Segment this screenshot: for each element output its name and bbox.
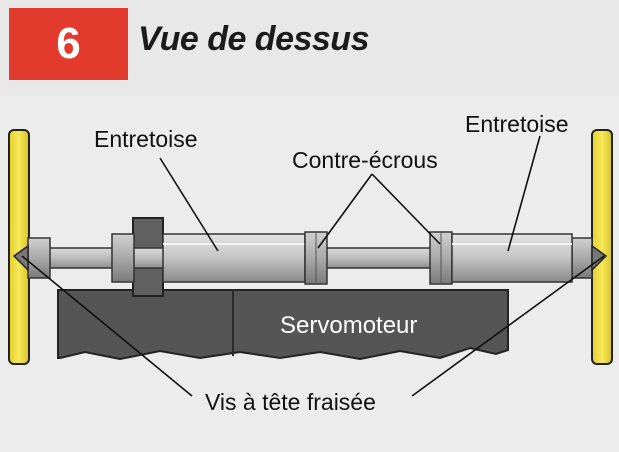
leader-line-screw-right: [411, 255, 605, 397]
leader-line-spacer-right: [507, 135, 541, 252]
leader-line-spacer-left: [159, 157, 219, 252]
label-lock-nuts: Contre-écrous: [292, 147, 438, 173]
right-spacer: [451, 233, 573, 283]
right-side-plate: [591, 129, 613, 365]
left-screw-head: [12, 237, 51, 279]
label-spacer-right: Entretoise: [465, 111, 569, 137]
leader-line-locknut-left: [317, 173, 373, 249]
label-spacer-left: Entretoise: [94, 126, 198, 152]
label-servo: Servomoteur: [280, 312, 418, 339]
right-lock-nut: [429, 231, 453, 285]
left-spacer: [111, 233, 306, 283]
step-badge: 6: [9, 8, 128, 80]
figure-title: Vue de dessus: [138, 20, 370, 58]
leader-line-locknut-right: [371, 173, 441, 245]
left-lock-nut: [304, 231, 328, 285]
step-number: 6: [56, 19, 81, 68]
top-view-diagram: [8, 129, 613, 397]
leader-line-screw-left: [21, 255, 193, 397]
label-screws: Vis à tête fraisée: [205, 389, 376, 415]
servo-body: [57, 289, 509, 361]
header: 6 Vue de dessus: [0, 0, 619, 96]
